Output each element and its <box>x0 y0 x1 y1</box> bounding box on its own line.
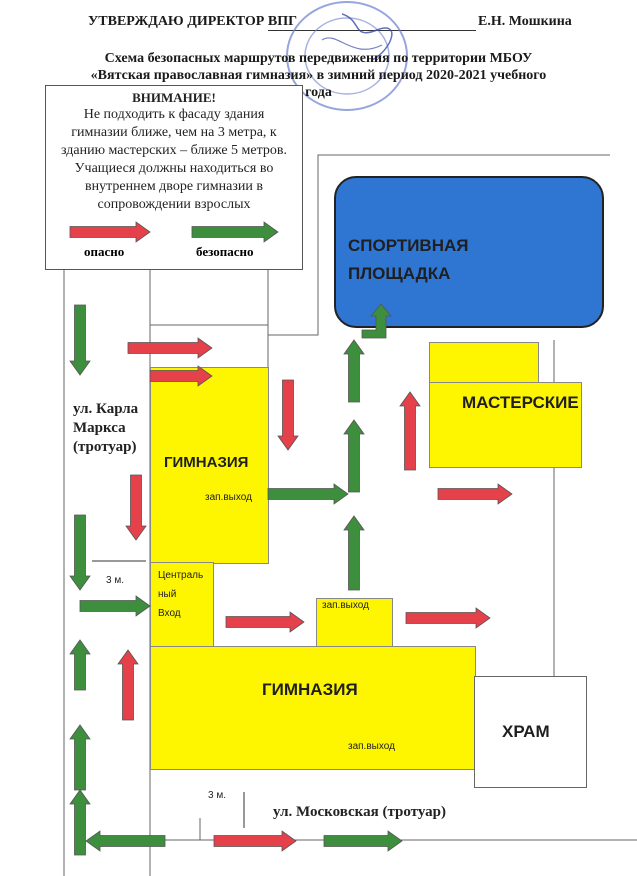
warning-line: зданию мастерских – ближе 5 метров. <box>60 143 288 158</box>
safe-arrow <box>267 483 349 505</box>
exit-block <box>316 598 393 648</box>
gymnasium-lower <box>150 646 476 770</box>
exit-block-label: зап.выход <box>322 600 369 611</box>
warning-title: ВНИМАНИЕ! <box>132 90 216 105</box>
warning-line: Не подходить к фасаду здания <box>83 107 265 122</box>
danger-arrow <box>213 830 297 852</box>
danger-arrow <box>125 474 147 541</box>
warning-line: гимназии ближе, чем на 3 метра, к <box>71 125 277 140</box>
sports-ground-label: СПОРТИВНАЯ ПЛОЩАДКА <box>348 236 469 283</box>
workshops-building <box>429 382 582 468</box>
legend-safe-arrow <box>191 221 279 243</box>
danger-arrow <box>405 607 491 629</box>
safe-arrow <box>69 514 91 591</box>
danger-arrow <box>149 365 213 387</box>
sports-ground <box>334 176 604 328</box>
safe-arrow <box>343 339 365 403</box>
scheme-title-1: Схема безопасных маршрутов передвижения … <box>104 51 533 66</box>
safe-arrow <box>323 830 403 852</box>
scheme-title-3: года <box>305 85 332 100</box>
danger-arrow <box>117 649 139 721</box>
danger-arrow <box>225 611 305 633</box>
gymnasium-lower-label: ГИМНАЗИЯ <box>262 680 358 699</box>
temple-building <box>474 676 587 788</box>
scheme-title-2: «Вятская православная гимназия» в зимний… <box>90 68 547 83</box>
legend-danger-arrow <box>69 221 151 243</box>
central-entrance <box>150 562 214 648</box>
gymnasium-upper-label: ГИМНАЗИЯ <box>164 454 249 471</box>
street-karl-marx: ул. Карла Маркса (тротуар) <box>73 401 139 455</box>
safe-arrow-bent <box>361 303 392 339</box>
safe-arrow <box>69 789 91 856</box>
gymnasium-lower-exit-label: зап.выход <box>348 741 395 752</box>
stamp-seal <box>286 1 408 111</box>
warning-line: внутреннем дворе гимназии в <box>85 179 263 194</box>
distance-bottom-label: 3 м. <box>208 790 226 801</box>
warning-text: Не подходить к фасаду здания гимназии бл… <box>46 106 302 214</box>
approval-left: УТВЕРЖДАЮ ДИРЕКТОР ВПГ <box>88 14 297 29</box>
safe-arrow <box>343 515 365 591</box>
warning-line: сопровождении взрослых <box>97 197 251 212</box>
safe-arrow <box>79 595 151 617</box>
central-entrance-label: Централь ный Вход <box>158 570 204 619</box>
signature-line <box>268 30 476 31</box>
legend-danger-label: опасно <box>84 244 125 259</box>
safe-arrow <box>69 724 91 791</box>
street-moskovskaya: ул. Московская (тротуар) <box>273 804 446 820</box>
warning-line: Учащиеся должны находиться во <box>74 161 274 176</box>
gymnasium-upper-exit-label: зап.выход <box>205 492 252 503</box>
gymnasium-upper <box>150 367 269 564</box>
danger-arrow <box>277 379 299 451</box>
workshops-label: МАСТЕРСКИЕ <box>462 393 579 412</box>
safe-arrow <box>69 304 91 376</box>
approval-right: Е.Н. Мошкина <box>478 14 572 29</box>
warning-box: ВНИМАНИЕ! Не подходить к фасаду здания г… <box>45 85 303 270</box>
safe-arrow <box>343 419 365 493</box>
safe-arrow <box>85 830 166 852</box>
danger-arrow <box>127 337 213 359</box>
legend-safe-label: безопасно <box>196 244 254 259</box>
temple-label: ХРАМ <box>502 722 550 741</box>
danger-arrow <box>399 391 421 471</box>
danger-arrow <box>437 483 513 505</box>
distance-left-label: 3 м. <box>106 575 124 586</box>
safe-arrow <box>69 639 91 691</box>
